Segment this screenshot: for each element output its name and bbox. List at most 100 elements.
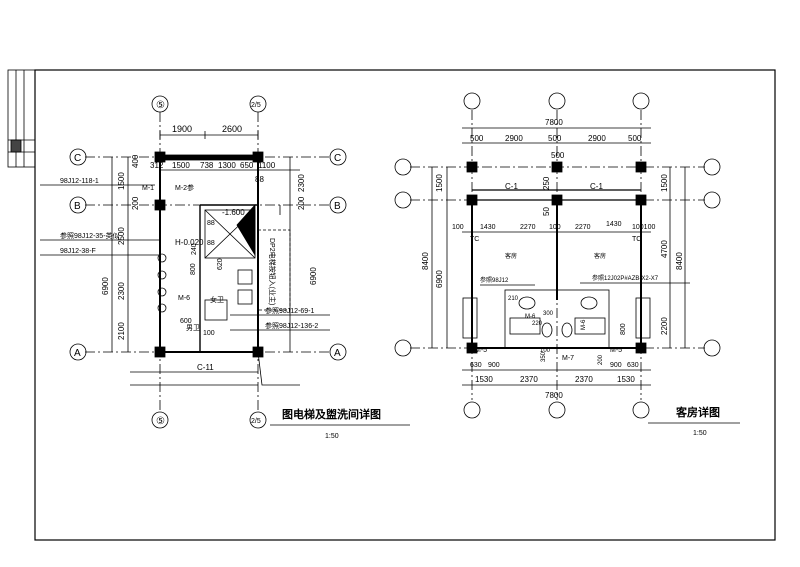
drawing-frame xyxy=(34,69,776,541)
dim-row-6: 1430 xyxy=(606,221,622,228)
dim-left-1: 1500 xyxy=(117,172,126,190)
dim-left-total: 6900 xyxy=(101,277,110,295)
dim-row-4: 100 xyxy=(549,224,561,231)
ref-4: 参照98J12-69-1 xyxy=(265,306,315,315)
dim-left-2: 2500 xyxy=(117,227,126,245)
dim-top-1: 1900 xyxy=(172,124,192,134)
window-c1-right: C-1 xyxy=(590,182,603,191)
ref-1: 98J12-118-1 xyxy=(60,178,99,185)
room-right: 客房 xyxy=(594,252,606,260)
dim-row-7: 100100 xyxy=(632,224,655,231)
dim-bottom-total: 7800 xyxy=(545,391,563,400)
small-dim-4: 240 xyxy=(191,243,198,255)
small-dim-5: 620 xyxy=(217,258,224,270)
dim-bottom-1a: 630 xyxy=(470,362,482,369)
ref-3: 98J12-38-F xyxy=(60,248,96,255)
dim-row-3: 2270 xyxy=(520,224,536,231)
ref-5: 参照98J12-136-2 xyxy=(265,321,318,330)
dim-left-5: 50 xyxy=(542,207,551,216)
window-c11: C-11 xyxy=(197,363,214,372)
door-m5-right: M-5 xyxy=(610,347,622,354)
side-title-strip xyxy=(7,69,36,168)
door-m6-right: M-6 xyxy=(581,319,587,330)
dim-right-2: 4700 xyxy=(660,240,669,258)
dim-top-4: 2900 xyxy=(588,134,606,143)
elev-1: -1.600 xyxy=(222,208,245,217)
dim-312: 312 xyxy=(150,161,164,170)
dim-right-1: 1500 xyxy=(660,174,669,192)
right-plan-title: 客房详图 xyxy=(675,405,720,419)
dim-bottom-1b: 900 xyxy=(488,362,500,369)
axis-a-right: A xyxy=(334,348,341,359)
dim-left-3: 2300 xyxy=(117,282,126,300)
ref-2: 参照98J12-35-类似 xyxy=(60,231,120,240)
left-plan xyxy=(40,95,410,429)
dim-left-4: 2100 xyxy=(117,322,126,340)
small-dim-5: 200 xyxy=(598,354,604,365)
ref-right: 参照12J02P#AZB-X2-X7 xyxy=(592,274,659,282)
small-dim-2: 600 xyxy=(180,318,192,325)
dim-bottom-2a: 1530 xyxy=(475,375,493,384)
left-plan-labels: ⑤ 2/5 ⑤ 2/5 C C B B A A 1900 2600 312 15… xyxy=(60,100,381,440)
dim-row-5: 2270 xyxy=(575,224,591,231)
tc-right: TC xyxy=(632,236,641,243)
dim-right-2: 200 xyxy=(297,196,306,210)
dim-row-2: 1430 xyxy=(480,224,496,231)
door-m7: M-7 xyxy=(562,355,574,362)
dim-top-5: 500 xyxy=(628,134,642,143)
dim-mid: 500 xyxy=(551,151,565,160)
small-dim-7: 88 xyxy=(207,240,215,247)
elev-2: H-0.020 xyxy=(175,238,204,247)
door-m5-left: M-5 xyxy=(475,347,487,354)
door-m6-left: M-6 xyxy=(525,314,536,320)
dim-row2-1: 1500 xyxy=(172,161,190,170)
dim-bottom-1d: 630 xyxy=(627,362,639,369)
dim-88-a: 88 xyxy=(255,175,264,184)
axis-5-bottom: ⑤ xyxy=(156,416,165,427)
small-dim-3: 220 xyxy=(532,321,543,327)
shaft-label: DP2电梯按钮入(业主) xyxy=(268,238,277,305)
door-m2: M-2参 xyxy=(175,183,194,192)
dim-row2-2: 738 xyxy=(200,161,214,170)
axis-25-bottom: 2/5 xyxy=(251,418,261,425)
dim-right-1: 2300 xyxy=(297,174,306,192)
dim-top-total: 7800 xyxy=(545,118,563,127)
left-plan-scale: 1:50 xyxy=(325,433,339,440)
dim-row2-5: 1100 xyxy=(258,161,276,170)
axis-c-left: C xyxy=(74,153,81,164)
dim-right-4: 2200 xyxy=(660,317,669,335)
ref-left: 参照98J12 xyxy=(480,276,509,284)
room-left: 客房 xyxy=(505,252,517,260)
left-plan-title: 图电梯及盥洗间详图 xyxy=(282,407,381,421)
dim-row2-4: 650 xyxy=(240,161,254,170)
right-plan xyxy=(394,92,740,424)
small-dim-6: 100 xyxy=(540,348,551,354)
right-plan-labels: 7800 500 2900 500 2900 500 500 1500 8400… xyxy=(421,118,720,437)
dim-left-5: 400 xyxy=(131,154,140,168)
room-female: 女卫 xyxy=(210,295,224,304)
dim-left-1: 1500 xyxy=(435,174,444,192)
window-c1-left: C-1 xyxy=(505,182,518,191)
room-male: 男卫 xyxy=(186,324,200,332)
dim-left-4: 250 xyxy=(542,176,551,190)
tc-left: TC xyxy=(470,236,479,243)
door-m1: M-1 xyxy=(142,185,154,192)
dim-right-5: 800 xyxy=(620,323,627,335)
dim-top-2: 2600 xyxy=(222,124,242,134)
dim-left-2: 8400 xyxy=(421,252,430,270)
small-dim-4: 350 xyxy=(541,351,547,362)
dim-left-3: 6900 xyxy=(435,270,444,288)
small-dim-2: 300 xyxy=(543,311,554,317)
axis-5-top: ⑤ xyxy=(156,100,165,111)
dim-top-3: 500 xyxy=(548,134,562,143)
dim-bottom-2c: 2370 xyxy=(575,375,593,384)
axis-c-right: C xyxy=(334,153,341,164)
dim-row-1: 100 xyxy=(452,224,464,231)
dim-bottom-2b: 2370 xyxy=(520,375,538,384)
dim-row2-3: 1300 xyxy=(218,161,236,170)
small-dim-1: 210 xyxy=(508,296,519,302)
axis-a-left: A xyxy=(74,348,81,359)
small-dim-1: 800 xyxy=(190,263,197,275)
axis-b-right: B xyxy=(334,201,341,212)
